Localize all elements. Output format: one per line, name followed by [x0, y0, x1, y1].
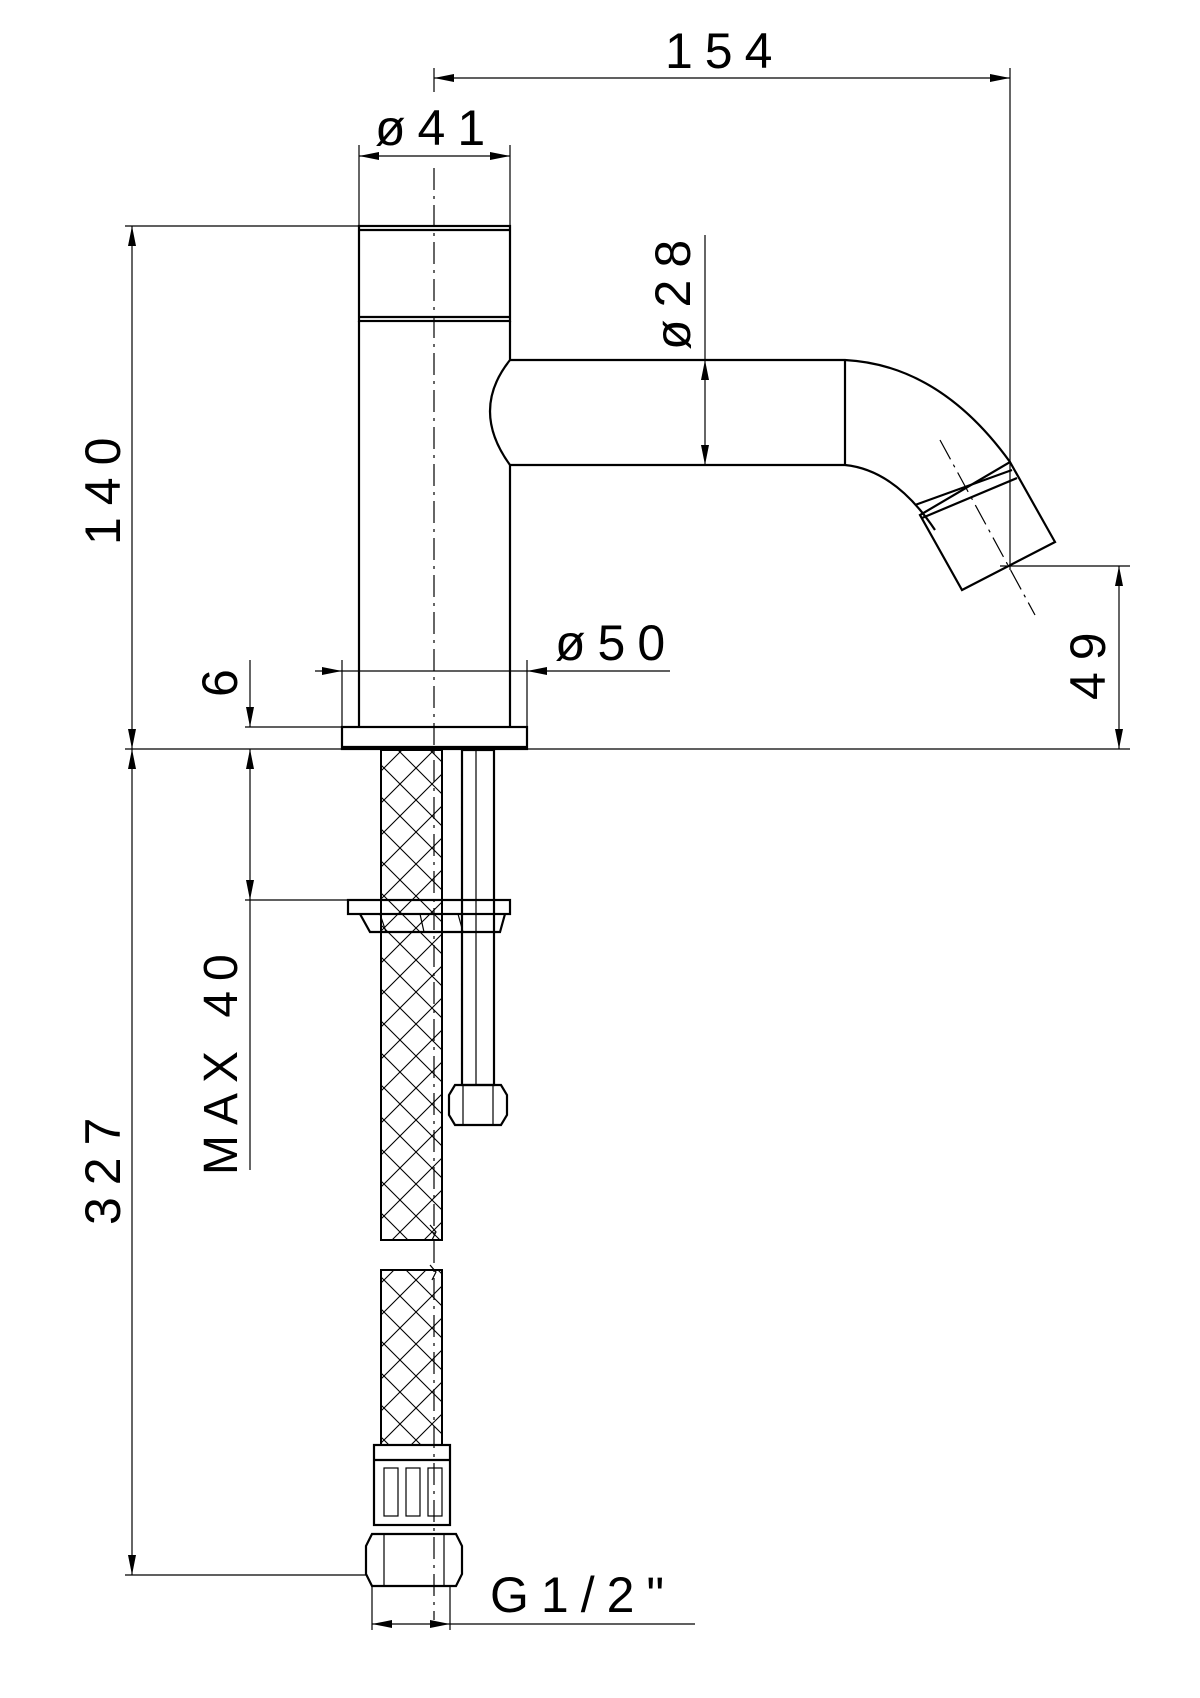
dimension-lines [125, 68, 1130, 1630]
mounting-rod [447, 748, 509, 1127]
rod-nut [447, 1083, 509, 1127]
dim-connection-thread: G1/2" [490, 1567, 676, 1623]
dim-body-diameter: ø41 [375, 100, 497, 156]
mounting-bracket [346, 898, 512, 934]
spout [488, 358, 1057, 592]
braided-hose-upper [380, 749, 443, 1241]
dim-spout-diameter: ø28 [645, 228, 701, 350]
dim-base-diameter: ø50 [555, 615, 677, 671]
hose-nut [364, 1532, 464, 1588]
dim-max-deck-thickness: MAX 40 [195, 944, 248, 1175]
handle-cap [357, 224, 512, 323]
dim-height-above-deck: 140 [75, 426, 131, 545]
supply-hose [364, 749, 464, 1588]
dim-hose-length: 327 [75, 1106, 131, 1225]
spout-aerator [918, 460, 1057, 592]
hose-ferrule [372, 1443, 452, 1527]
dim-overall-length: 154 [665, 23, 784, 79]
body-column [357, 321, 512, 727]
spout-centerline [939, 439, 1036, 616]
dim-base-ring-thickness: 6 [192, 657, 248, 697]
braided-hose-lower [380, 1269, 443, 1446]
dim-spout-outlet-height: 49 [1060, 620, 1116, 700]
